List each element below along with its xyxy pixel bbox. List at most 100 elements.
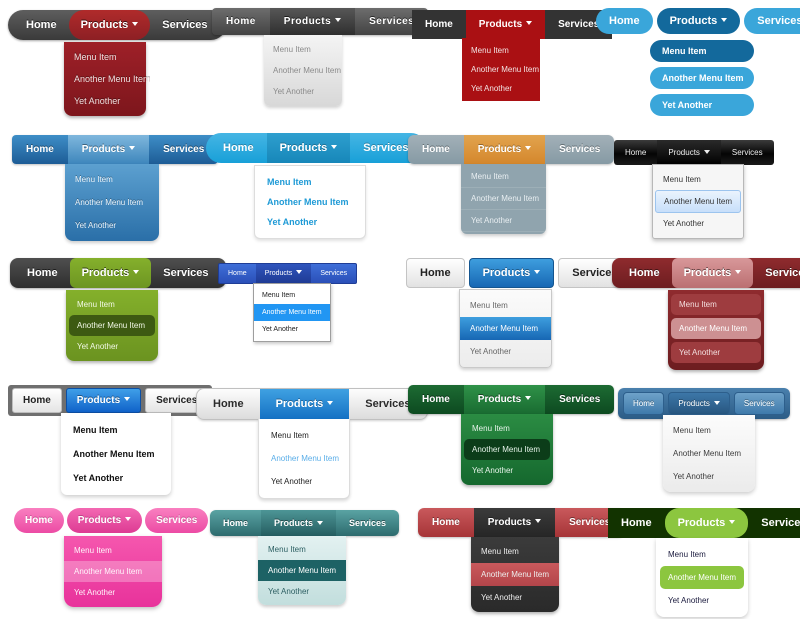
nav-item-products[interactable]: Products — [671, 258, 754, 288]
dropdown-item[interactable]: Menu Item — [77, 300, 115, 309]
dropdown-item[interactable]: Yet Another — [267, 217, 318, 227]
nav-item-services[interactable]: Services — [320, 270, 348, 277]
nav-item-home[interactable]: Home — [14, 508, 64, 533]
nav-item-services[interactable]: Services — [163, 267, 209, 279]
dropdown-item[interactable]: Another Menu Item — [471, 65, 540, 74]
nav-item-services[interactable]: Services — [558, 19, 600, 30]
nav-item-services[interactable]: Services — [163, 144, 205, 155]
nav-item-products[interactable]: Products — [664, 508, 749, 538]
dropdown-item[interactable]: Yet Another — [471, 84, 513, 93]
nav-item-home[interactable]: Home — [226, 16, 256, 27]
nav-item-services[interactable]: Services — [733, 392, 785, 415]
nav-item-home[interactable]: Home — [596, 8, 653, 34]
nav-item-home[interactable]: Home — [422, 144, 450, 155]
nav-item-products[interactable]: Products — [65, 388, 142, 413]
nav-item-products[interactable]: Products — [66, 508, 143, 533]
nav-item-products[interactable]: Products — [656, 8, 741, 34]
nav-item-services[interactable]: Services — [744, 8, 800, 34]
nav-item-products[interactable]: Products — [465, 10, 546, 39]
nav-item-products[interactable]: Products — [255, 264, 312, 283]
dropdown-item[interactable]: Menu Item — [268, 545, 306, 554]
dropdown-item[interactable]: Another Menu Item — [75, 198, 144, 207]
nav-item-home[interactable]: Home — [629, 267, 660, 279]
dropdown-item[interactable]: Another Menu Item — [258, 560, 346, 581]
dropdown-item[interactable]: Another Menu Item — [471, 563, 559, 586]
dropdown-item[interactable]: Yet Another — [75, 221, 117, 230]
nav-item-home[interactable]: Home — [223, 142, 254, 154]
nav-item-products[interactable]: Products — [67, 135, 150, 164]
nav-item-home[interactable]: Home — [213, 398, 244, 410]
nav-item-home[interactable]: Home — [27, 267, 58, 279]
nav-item-home[interactable]: Home — [228, 270, 247, 277]
dropdown-item[interactable]: Menu Item — [273, 45, 311, 54]
dropdown-item[interactable]: Yet Another — [668, 596, 710, 605]
nav-item-home[interactable]: Home — [625, 148, 647, 157]
nav-item-services[interactable]: Services — [349, 518, 387, 528]
nav-item-services[interactable]: Services — [765, 267, 800, 279]
dropdown-item[interactable]: Menu Item — [267, 177, 312, 187]
dropdown-item[interactable]: Yet Another — [470, 347, 512, 356]
nav-item-home[interactable]: Home — [425, 19, 453, 30]
dropdown-item[interactable]: Yet Another — [481, 593, 523, 602]
dropdown-item[interactable]: Yet Another — [472, 466, 514, 475]
nav-item-home[interactable]: Home — [621, 517, 652, 529]
nav-item-services[interactable]: Services — [365, 398, 411, 410]
nav-item-home[interactable]: Home — [26, 19, 57, 31]
nav-item-services[interactable]: Services — [369, 16, 415, 27]
nav-item-products[interactable]: Products — [68, 10, 151, 40]
dropdown-item[interactable]: Another Menu Item — [673, 449, 742, 458]
dropdown-item[interactable]: Another Menu Item — [267, 197, 349, 207]
nav-item-home[interactable]: Home — [12, 388, 62, 413]
dropdown-item[interactable]: Menu Item — [472, 424, 510, 433]
dropdown-item[interactable]: Yet Another — [268, 587, 310, 596]
dropdown-item[interactable]: Another Menu Item — [69, 315, 155, 336]
nav-item-services[interactable]: Services — [761, 517, 800, 529]
dropdown-item[interactable]: Yet Another — [77, 342, 119, 351]
dropdown-item[interactable]: Another Menu Item — [73, 449, 155, 459]
dropdown-item[interactable]: Yet Another — [671, 342, 761, 363]
nav-item-home[interactable]: Home — [26, 144, 54, 155]
dropdown-item[interactable]: Menu Item — [271, 431, 309, 440]
nav-item-products[interactable]: Products — [261, 510, 337, 536]
dropdown-item[interactable]: Another Menu Item — [74, 74, 151, 84]
dropdown-item[interactable]: Another Menu Item — [464, 439, 550, 460]
nav-item-services[interactable]: Services — [145, 508, 209, 533]
dropdown-item[interactable]: Another Menu Item — [460, 317, 551, 340]
nav-item-products[interactable]: Products — [473, 508, 556, 537]
nav-item-products[interactable]: Products — [266, 133, 351, 163]
dropdown-item[interactable]: Menu Item — [663, 175, 701, 184]
dropdown-item[interactable]: Menu Item — [673, 426, 711, 435]
dropdown-item[interactable]: Menu Item — [470, 301, 508, 310]
dropdown-item[interactable]: Yet Another — [673, 472, 715, 481]
dropdown-item[interactable]: Menu Item — [668, 550, 706, 559]
dropdown-item[interactable]: Another Menu Item — [273, 66, 342, 75]
dropdown-item[interactable]: Menu Item — [74, 52, 117, 62]
dropdown-item[interactable]: Menu Item — [461, 166, 546, 188]
dropdown-item[interactable]: Menu Item — [481, 547, 519, 556]
dropdown-item[interactable]: Another Menu Item — [671, 318, 761, 339]
dropdown-item[interactable]: Another Menu Item — [655, 190, 741, 213]
nav-item-services[interactable]: Services — [559, 144, 601, 155]
nav-item-services[interactable]: Services — [569, 517, 611, 528]
nav-item-products[interactable]: Products — [259, 389, 350, 419]
nav-item-services[interactable]: Services — [559, 394, 601, 405]
dropdown-item[interactable]: Another Menu Item — [254, 304, 330, 321]
dropdown-item[interactable]: Yet Another — [273, 87, 315, 96]
nav-item-services[interactable]: Services — [363, 142, 409, 154]
dropdown-item[interactable]: Menu Item — [73, 425, 118, 435]
nav-item-home[interactable]: Home — [432, 517, 460, 528]
nav-item-products[interactable]: Products — [468, 258, 555, 288]
dropdown-item[interactable]: Another Menu Item — [271, 454, 340, 463]
dropdown-item[interactable]: Menu Item — [650, 40, 754, 62]
dropdown-item[interactable]: Another Menu Item — [461, 188, 546, 210]
dropdown-item[interactable]: Yet Another — [73, 473, 124, 483]
dropdown-item[interactable]: Yet Another — [650, 94, 754, 116]
nav-item-products[interactable]: Products — [463, 385, 546, 414]
dropdown-item[interactable]: Yet Another — [74, 96, 121, 106]
nav-item-home[interactable]: Home — [422, 394, 450, 405]
nav-item-products[interactable]: Products — [69, 258, 152, 288]
dropdown-item[interactable]: Another Menu Item — [650, 67, 754, 89]
dropdown-item[interactable]: Menu Item — [75, 175, 113, 184]
nav-item-services[interactable]: Services — [162, 19, 208, 31]
dropdown-item[interactable]: Yet Another — [271, 477, 313, 486]
